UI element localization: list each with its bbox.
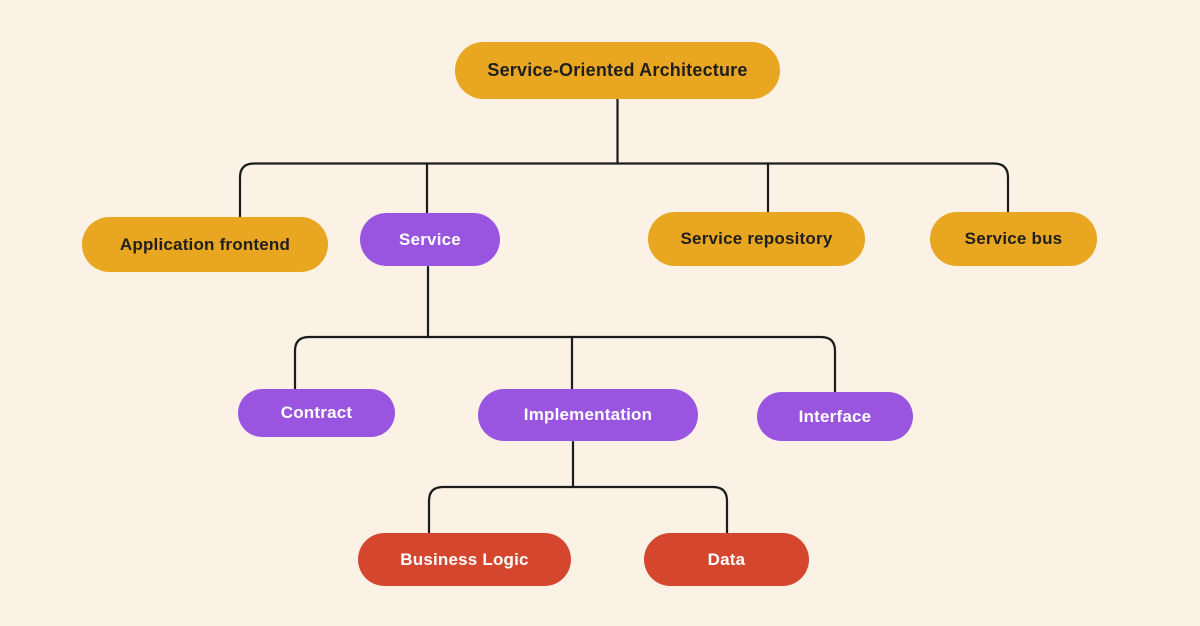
node-application-frontend[interactable]: Application frontend <box>82 217 328 272</box>
edge-tier1-bus <box>238 162 1010 220</box>
node-label: Service bus <box>964 229 1063 248</box>
node-label: Service-Oriented Architecture <box>487 60 748 80</box>
node-label: Service <box>399 229 461 249</box>
node-label: Interface <box>798 406 872 426</box>
node-label: Application frontend <box>119 234 291 254</box>
node-label: Implementation <box>523 405 653 424</box>
node-service-repository[interactable]: Service repository <box>648 212 865 266</box>
edge-tier2-bus <box>293 335 837 395</box>
node-contract[interactable]: Contract <box>238 389 395 437</box>
node-label: Business Logic <box>400 549 529 569</box>
node-data[interactable]: Data <box>644 533 809 586</box>
node-service-oriented-architecture[interactable]: Service-Oriented Architecture <box>455 42 780 99</box>
edge-tier3-bus <box>427 485 729 536</box>
node-service-bus[interactable]: Service bus <box>930 212 1097 266</box>
node-label: Contract <box>280 403 353 422</box>
node-implementation[interactable]: Implementation <box>478 389 698 441</box>
node-label: Data <box>707 549 746 569</box>
node-business-logic[interactable]: Business Logic <box>358 533 571 586</box>
node-label: Service repository <box>680 229 833 248</box>
node-service[interactable]: Service <box>360 213 500 266</box>
node-interface[interactable]: Interface <box>757 392 913 441</box>
